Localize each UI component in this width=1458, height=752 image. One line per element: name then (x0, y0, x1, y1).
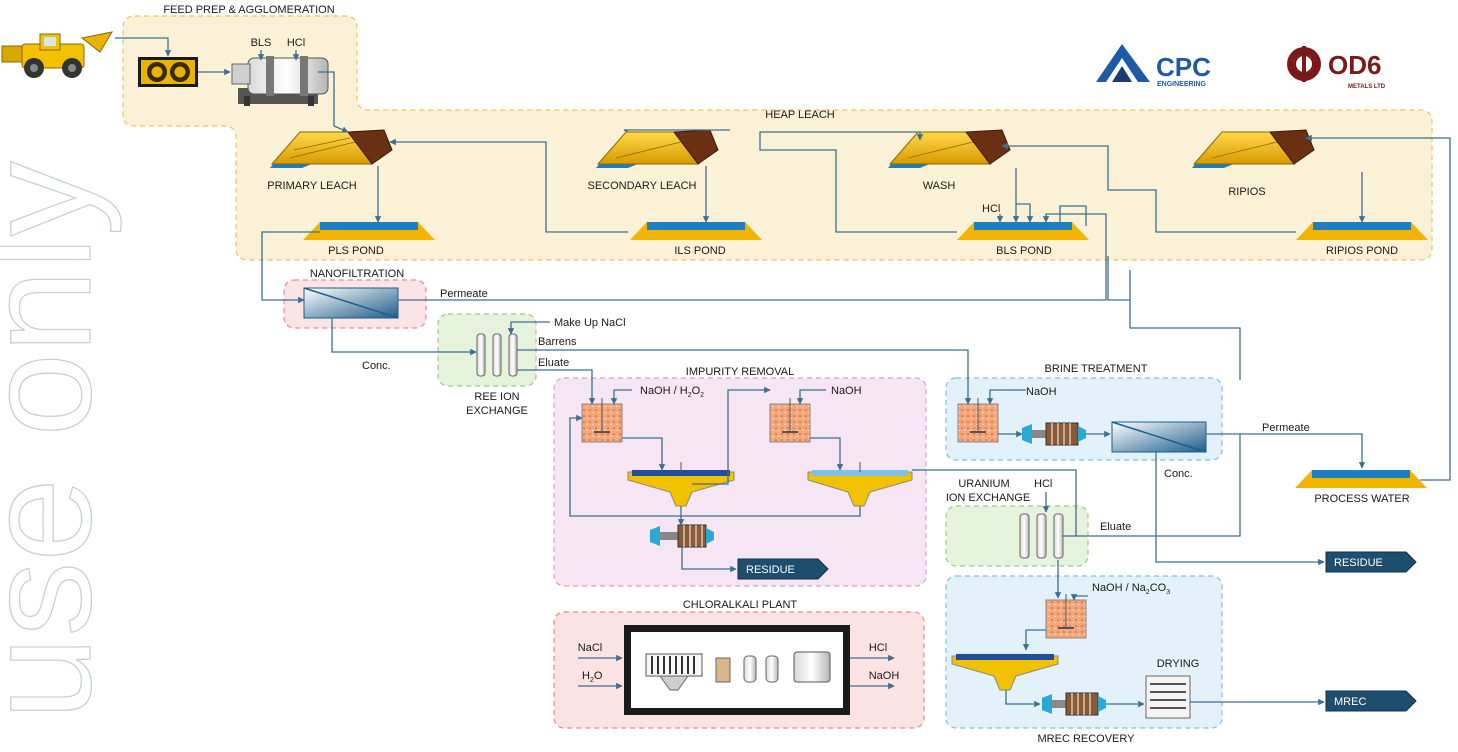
permeate-nf-label: Permeate (440, 288, 488, 300)
thickener-2-icon (807, 462, 913, 507)
mrec-tag: MREC (1325, 690, 1417, 712)
filter-press-mrec-icon (1042, 692, 1106, 716)
eluate-uranium-label: Eluate (1100, 521, 1131, 533)
heap-leach-title: HEAP LEACH (765, 109, 835, 121)
ree-ix-columns-icon (476, 333, 518, 377)
hcl-bls-label: HCl (982, 203, 1000, 215)
drying-label: DRYING (1157, 658, 1200, 670)
flow-lines (115, 37, 1451, 708)
feed-prep-title: FEED PREP & AGGLOMERATION (163, 4, 334, 16)
chloralkali-unit-icon (624, 625, 850, 715)
conc-brine-label: Conc. (1164, 468, 1193, 480)
front-loader-icon (1, 31, 114, 78)
pond-ils-icon (630, 222, 762, 240)
hcl-out-label: HCl (869, 642, 887, 654)
pond-process-water-icon (1295, 470, 1427, 488)
pond-bls-icon (957, 222, 1089, 240)
od6-logo-sub: METALS LTD (1348, 84, 1386, 90)
barrens-label: Barrens (538, 336, 577, 348)
heap-primary-label: PRIMARY LEACH (267, 180, 357, 192)
residue-brine-text: RESIDUE (1334, 557, 1383, 569)
agitated-tank-2-icon (769, 398, 811, 443)
nacl-in-label: NaCl (578, 642, 602, 654)
nanofiltration-title: NANOFILTRATION (310, 268, 404, 280)
hcl-feed-label: HCl (287, 37, 305, 49)
makeup-nacl-label: Make Up NaCl (554, 317, 626, 329)
naoh-impurity-label: NaOH (831, 385, 862, 397)
watermark-text: use only (0, 161, 122, 720)
agitated-tank-mrec-icon (1045, 594, 1087, 639)
residue-brine-tag: RESIDUE (1325, 551, 1417, 573)
heap-secondary-icon (596, 129, 719, 168)
brine-membrane-icon (1111, 421, 1207, 453)
residue-impurity-text: RESIDUE (746, 564, 795, 576)
pond-ils-label: ILS POND (674, 245, 725, 257)
heap-ripios-icon (1192, 129, 1315, 168)
pond-pls-icon (303, 222, 435, 240)
chloralkali-title: CHLORALKALI PLANT (683, 599, 798, 611)
naoh-na2co3-label: NaOH / Na2CO3 (1092, 582, 1170, 596)
naoh-out-label: NaOH (869, 670, 900, 682)
thickener-mrec-icon (951, 654, 1059, 691)
heap-ripios-label: RIPIOS (1228, 186, 1265, 198)
naoh-h2o2-label: NaOH / H2O2 (640, 385, 704, 399)
uranium-ix-title-2: ION EXCHANGE (946, 492, 1030, 504)
bls-feed-label: BLS (251, 37, 272, 49)
mrec-recovery-title: MREC RECOVERY (1038, 733, 1136, 745)
filter-press-impurity-icon (650, 524, 714, 548)
heap-secondary-label: SECONDARY LEACH (587, 180, 696, 192)
uranium-ix-columns-icon (1019, 513, 1064, 559)
dryer-icon (1145, 675, 1191, 719)
agitated-tank-1-icon (581, 398, 623, 443)
uranium-ix-title-1: URANIUM (958, 478, 1009, 490)
pond-pls-label: PLS POND (328, 245, 384, 257)
conc-nf-label: Conc. (362, 360, 391, 372)
residue-impurity-tag: RESIDUE (737, 558, 829, 580)
filter-press-brine-icon (1022, 422, 1086, 446)
thickener-1-icon (627, 462, 735, 507)
cpc-logo: CPC ENGINEERING (1096, 44, 1211, 88)
brine-treatment-title: BRINE TREATMENT (1045, 363, 1148, 375)
permeate-brine-label: Permeate (1262, 422, 1310, 434)
ree-ix-title-1: REE ION (474, 391, 519, 403)
cpc-logo-sub: ENGINEERING (1157, 81, 1207, 88)
pond-process-water-label: PROCESS WATER (1314, 493, 1409, 505)
impurity-removal-title: IMPURITY REMOVAL (686, 366, 794, 378)
agitated-tank-brine-icon (957, 398, 999, 443)
h2o-label: H2O (582, 670, 603, 684)
impurity-removal-zone (553, 377, 927, 587)
heap-primary-icon (270, 129, 393, 168)
heap-wash-label: WASH (923, 180, 956, 192)
pond-ripios-icon (1296, 222, 1428, 240)
nanofiltration-membrane-icon (303, 287, 399, 319)
pond-ripios-label: RIPIOS POND (1326, 245, 1398, 257)
eluate-ree-label: Eluate (538, 357, 569, 369)
heap-wash-icon (888, 129, 1011, 168)
hcl-uranium-label: HCl (1034, 478, 1052, 490)
agglomeration-drum-icon (231, 56, 329, 106)
mrec-text: MREC (1334, 696, 1366, 708)
od6-logo: OD6 METALS LTD (1287, 46, 1386, 90)
od6-logo-text: OD6 (1328, 50, 1381, 80)
naoh-brine-label: NaOH (1026, 386, 1057, 398)
pond-bls-label: BLS POND (996, 245, 1052, 257)
cpc-logo-text: CPC (1156, 52, 1211, 82)
ree-ix-title-2: EXCHANGE (466, 405, 528, 417)
feed-prep-zone (122, 15, 1433, 261)
crusher-icon (138, 57, 198, 87)
